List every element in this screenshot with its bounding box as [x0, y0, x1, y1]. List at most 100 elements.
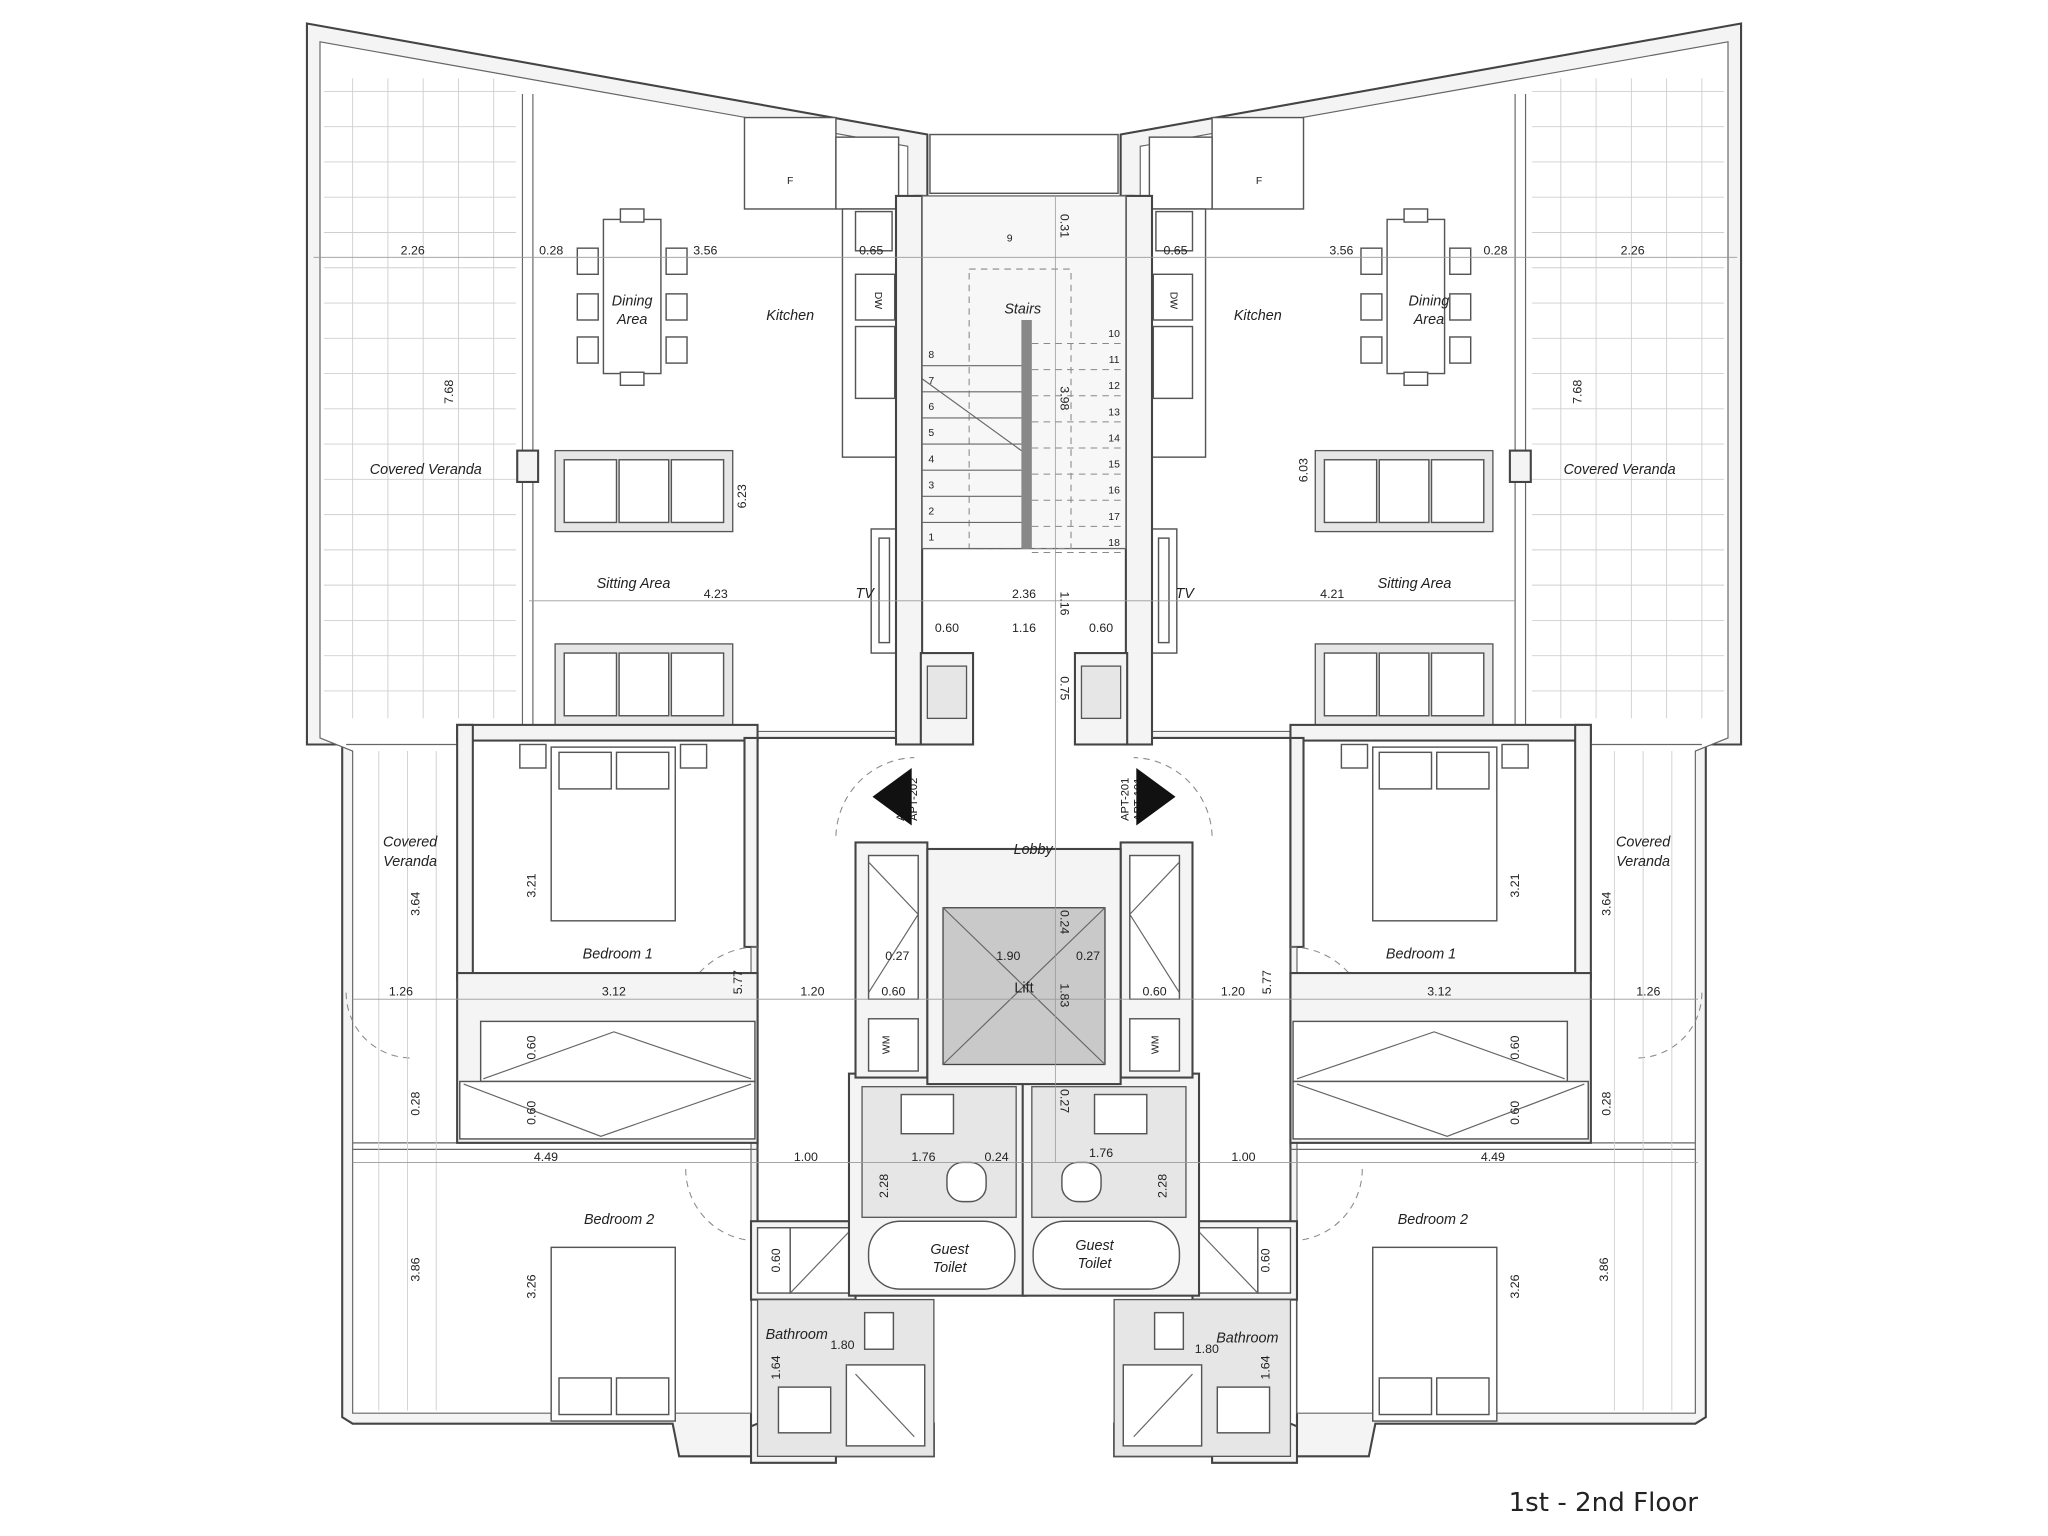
dimension-lines [313, 195, 1738, 1163]
room-label-sitting: Sitting Area [597, 576, 671, 592]
dimension: 0.27 [1076, 949, 1100, 963]
dimension: 2.28 [1155, 1174, 1169, 1198]
room-label-bedroom2: Bedroom 2 [584, 1212, 654, 1228]
dimension: 1.16 [1012, 621, 1036, 635]
dimension: 0.60 [1089, 621, 1113, 635]
dimension: 1.00 [1231, 1150, 1255, 1164]
room-label-veranda: Covered Veranda [370, 462, 482, 478]
stair-step-number: 12 [1108, 381, 1120, 392]
stair-step-number: 13 [1108, 407, 1120, 418]
apt-label: APT-201 [1119, 778, 1131, 821]
stair-step-number: 10 [1108, 329, 1120, 340]
dimension: 1.76 [911, 1150, 935, 1164]
stair-step-number: 1 [928, 533, 934, 544]
dimension: 4.49 [1481, 1150, 1505, 1164]
dimension: 3.64 [408, 892, 422, 916]
dimension: 1.26 [1636, 984, 1660, 998]
dimension: 6.23 [735, 484, 749, 508]
dimension: 2.26 [1621, 244, 1645, 258]
dimension: 1.20 [1221, 984, 1245, 998]
room-label-veranda: Covered [383, 834, 438, 850]
dimension: 4.23 [704, 587, 728, 601]
stair-step-number: 17 [1108, 512, 1120, 523]
dimension: 7.68 [442, 380, 456, 404]
dimension: 0.60 [769, 1248, 783, 1272]
dimension: 0.60 [1508, 1101, 1522, 1125]
dimension: 1.76 [1089, 1146, 1113, 1160]
room-label-bathroom: Bathroom [1216, 1331, 1278, 1347]
dimensions-center: 9 0.31 3.98 2.36 1.16 0.60 1.16 0.60 0.7… [885, 214, 1113, 1113]
dimension: 0.24 [985, 1150, 1009, 1164]
dimension: 1.16 [1058, 591, 1072, 615]
dimensions-left: 2.26 0.28 3.56 0.65 7.68 6.23 4.23 3.21 … [389, 244, 1009, 1380]
apt-label: APT-202 [908, 778, 920, 821]
dishwasher-label: DW [872, 292, 883, 310]
room-label-guest-toilet: Toilet [1078, 1256, 1113, 1272]
stair-step-number: 15 [1108, 460, 1120, 471]
arrow-left-icon [872, 768, 912, 826]
veranda-tiles [323, 78, 1725, 1411]
stair-step-number: 3 [928, 480, 934, 491]
dimension: 1.64 [769, 1355, 783, 1379]
dimension: 1.83 [1058, 983, 1072, 1007]
dimension: 0.28 [539, 244, 563, 258]
dimension: 3.56 [1329, 244, 1353, 258]
apt-label: APT-101 [1133, 778, 1145, 821]
dimension: 0.27 [885, 949, 909, 963]
room-label-bedroom1: Bedroom 1 [583, 947, 653, 963]
dimension: 0.75 [1058, 676, 1072, 700]
stair-step-number: 6 [928, 402, 934, 413]
room-label-bathroom: Bathroom [766, 1327, 828, 1343]
stair-step-number: 16 [1108, 486, 1120, 497]
stair-step-number: 7 [928, 376, 934, 387]
dimension: 3.26 [525, 1274, 539, 1298]
stair-step-number: 5 [928, 428, 934, 439]
dimension: 5.77 [731, 970, 745, 994]
dimension: 3.12 [1427, 984, 1451, 998]
dimension: 3.86 [408, 1257, 422, 1281]
room-label-guest-toilet: Guest [1075, 1238, 1114, 1254]
dimension: 2.26 [401, 244, 425, 258]
apartment-right [1021, 22, 1743, 1464]
room-label-kitchen: Kitchen [766, 308, 814, 324]
stair-step-number: 18 [1108, 538, 1120, 549]
dimension: 3.56 [693, 244, 717, 258]
dimension: 1.20 [800, 984, 824, 998]
dimension: 0.24 [1058, 910, 1072, 934]
dimension: 9 [1007, 234, 1013, 245]
washing-machine-label: WM [1151, 1036, 1162, 1055]
dimension: 4.21 [1320, 587, 1344, 601]
fridge-label: F [787, 176, 793, 187]
room-label-tv: TV [855, 586, 875, 602]
stair-step-number: 2 [928, 507, 934, 518]
dimension: 0.60 [1508, 1035, 1522, 1059]
dimension: 3.21 [525, 873, 539, 897]
dimension: 0.60 [525, 1035, 539, 1059]
dimension: 1.80 [1195, 1342, 1219, 1356]
room-label-veranda: Veranda [1616, 854, 1670, 870]
dimension: 3.64 [1599, 892, 1613, 916]
dimension: 2.28 [877, 1174, 891, 1198]
stair-step-number: 4 [928, 454, 934, 465]
dimension: 6.03 [1296, 458, 1310, 482]
stair-step-number: 14 [1108, 433, 1120, 444]
room-label-bedroom1: Bedroom 1 [1386, 947, 1456, 963]
dimension: 0.60 [1143, 984, 1167, 998]
room-label-kitchen: Kitchen [1234, 308, 1282, 324]
stair-window [929, 133, 1119, 195]
dimension: 5.77 [1260, 970, 1274, 994]
dimension: 0.65 [859, 244, 883, 258]
room-label-stairs: Stairs [1004, 301, 1041, 317]
apt-label: APT-102 [895, 778, 907, 821]
room-label-guest-toilet: Guest [930, 1242, 969, 1258]
dimension: 1.80 [830, 1338, 854, 1352]
dimension: 3.12 [602, 984, 626, 998]
room-label-veranda: Covered [1616, 834, 1671, 850]
dimension: 2.36 [1012, 587, 1036, 601]
washing-machine-label: WM [881, 1036, 892, 1055]
dimension: 0.65 [1163, 244, 1187, 258]
dimension: 3.21 [1508, 873, 1522, 897]
room-label-sitting: Sitting Area [1378, 576, 1452, 592]
